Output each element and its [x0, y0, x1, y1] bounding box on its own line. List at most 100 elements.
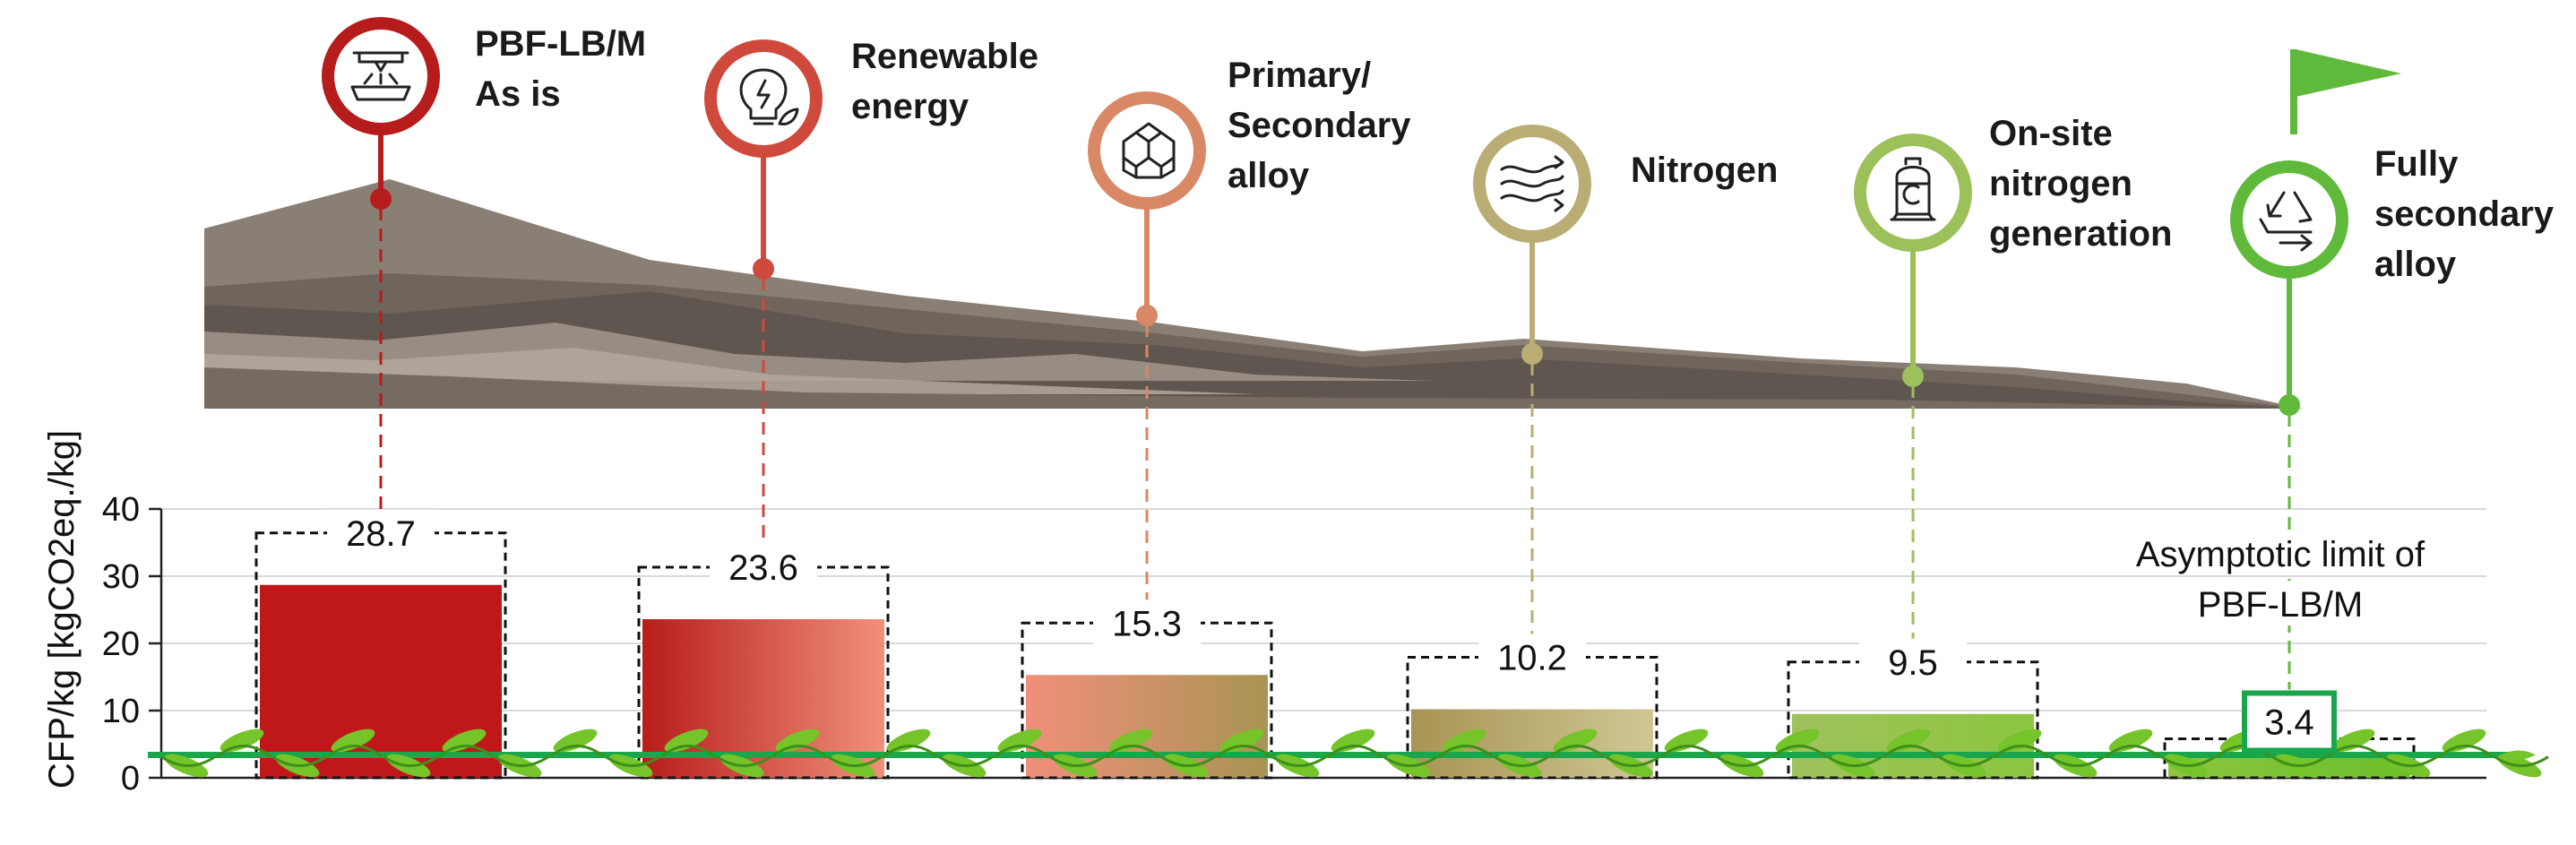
- vine-leaf: [1331, 729, 1375, 753]
- vine-leaf: [2442, 729, 2486, 753]
- vine-stem: [2382, 755, 2438, 767]
- vine-stem: [605, 755, 660, 767]
- vine-stem: [1216, 745, 1271, 758]
- cubes-icon: [1122, 122, 1176, 179]
- value-label: 10.2: [1497, 639, 1567, 678]
- vine-stem: [1771, 745, 1827, 758]
- vine-stem: [716, 755, 771, 767]
- vine-leaf: [1442, 729, 1486, 753]
- vine-stem: [383, 755, 438, 767]
- flag-icon: [2290, 49, 2401, 134]
- vine-leaf: [442, 729, 487, 753]
- bar: [642, 619, 884, 778]
- value-label-bg: [1093, 599, 1201, 645]
- mountain-profile: [204, 179, 2303, 409]
- vine-leaf: [1775, 729, 1820, 753]
- step-label-line: On-site: [1989, 114, 2113, 153]
- asymptote-annotation-line: PBF-LB/M: [2198, 585, 2363, 625]
- step-marker: Nitrogen: [1473, 125, 1778, 365]
- vine-leaf: [2500, 750, 2536, 760]
- vine-stem: [2271, 755, 2327, 767]
- y-tick-label: 20: [102, 625, 140, 663]
- value-label: 15.3: [1112, 604, 1182, 643]
- vine-stem: [160, 755, 216, 767]
- vine-stem: [771, 745, 827, 758]
- y-tick-label: 40: [102, 491, 140, 529]
- gas-flow-icon: [1500, 155, 1564, 212]
- annotation-bg: [2182, 581, 2388, 625]
- marker-inner: [1866, 146, 1960, 239]
- step-label-line: Nitrogen: [1631, 151, 1778, 190]
- step-marker: PBF-LB/M As is: [322, 17, 646, 210]
- step-label-line: PBF-LB/M: [475, 24, 646, 64]
- vine-stem: [1105, 745, 1160, 758]
- vine-leaf: [1997, 729, 2042, 753]
- step-label-line: generation: [1989, 214, 2172, 254]
- vine-stem: [1827, 755, 1882, 767]
- connector-lines: [379, 208, 2291, 690]
- vine-stem: [1271, 755, 1327, 767]
- step-label: On-site nitrogen generation: [1989, 114, 2172, 254]
- step-marker: On-site nitrogen generation: [1854, 114, 2172, 387]
- vine-stem: [549, 745, 605, 758]
- vine-stem: [2160, 755, 2216, 767]
- y-tick-label: 0: [121, 760, 140, 798]
- vine-leaf: [886, 729, 931, 753]
- value-label: 28.7: [346, 514, 416, 554]
- marker-inner: [1100, 104, 1193, 197]
- vine-stem: [2494, 755, 2549, 767]
- vine-leaf: [220, 729, 264, 753]
- vine-stem: [327, 745, 383, 758]
- marker-dot: [370, 188, 392, 210]
- vine-stem: [2438, 745, 2494, 758]
- value-label: 23.6: [728, 548, 798, 588]
- vine-stem: [883, 745, 938, 758]
- value-label-bg: [710, 544, 817, 589]
- vine-leaf: [1664, 729, 1709, 753]
- vine-stem: [938, 755, 994, 767]
- step-label-line: Fully: [2374, 144, 2459, 184]
- vine-stem: [438, 745, 494, 758]
- step-label-line: alloy: [1228, 156, 1310, 195]
- step-label-line: alloy: [2374, 245, 2457, 284]
- gas-cylinder-icon: [1890, 157, 1936, 221]
- value-label-bg: [1859, 638, 1967, 684]
- step-label-line: As is: [475, 74, 561, 114]
- step-label-line: nitrogen: [1989, 164, 2132, 203]
- vine-leaf: [2330, 729, 2375, 753]
- vine-stem: [1383, 755, 1438, 767]
- value-label-bg: [327, 509, 435, 555]
- vine-stem: [271, 755, 327, 767]
- y-axis-title: CFP/kg [kgCO2eq./kg]: [42, 430, 82, 789]
- vine-stem: [494, 755, 549, 767]
- vine-leaf: [1108, 729, 1153, 753]
- vine-leaf: [553, 729, 598, 753]
- vine-stem: [994, 745, 1049, 758]
- annotation-bg: [2097, 530, 2477, 575]
- vine-stem: [660, 745, 716, 758]
- step-label: PBF-LB/M As is: [475, 24, 646, 114]
- step-label-line: Renewable: [851, 37, 1038, 76]
- marker-inner: [2243, 173, 2336, 266]
- vine-stem: [2105, 745, 2160, 758]
- bar: [260, 584, 502, 778]
- vine-stem: [1494, 755, 1549, 767]
- marker-dot: [2279, 394, 2300, 416]
- vine-stem: [2327, 745, 2382, 758]
- marker-dot: [753, 258, 774, 280]
- vine-stem: [827, 755, 883, 767]
- value-label: 9.5: [1888, 643, 1938, 683]
- vine-leaf: [664, 729, 709, 753]
- marker-inner: [1486, 137, 1579, 230]
- vine-stem: [1327, 745, 1383, 758]
- vine-leaf: [997, 729, 1042, 753]
- recycle-icon: [2259, 191, 2313, 252]
